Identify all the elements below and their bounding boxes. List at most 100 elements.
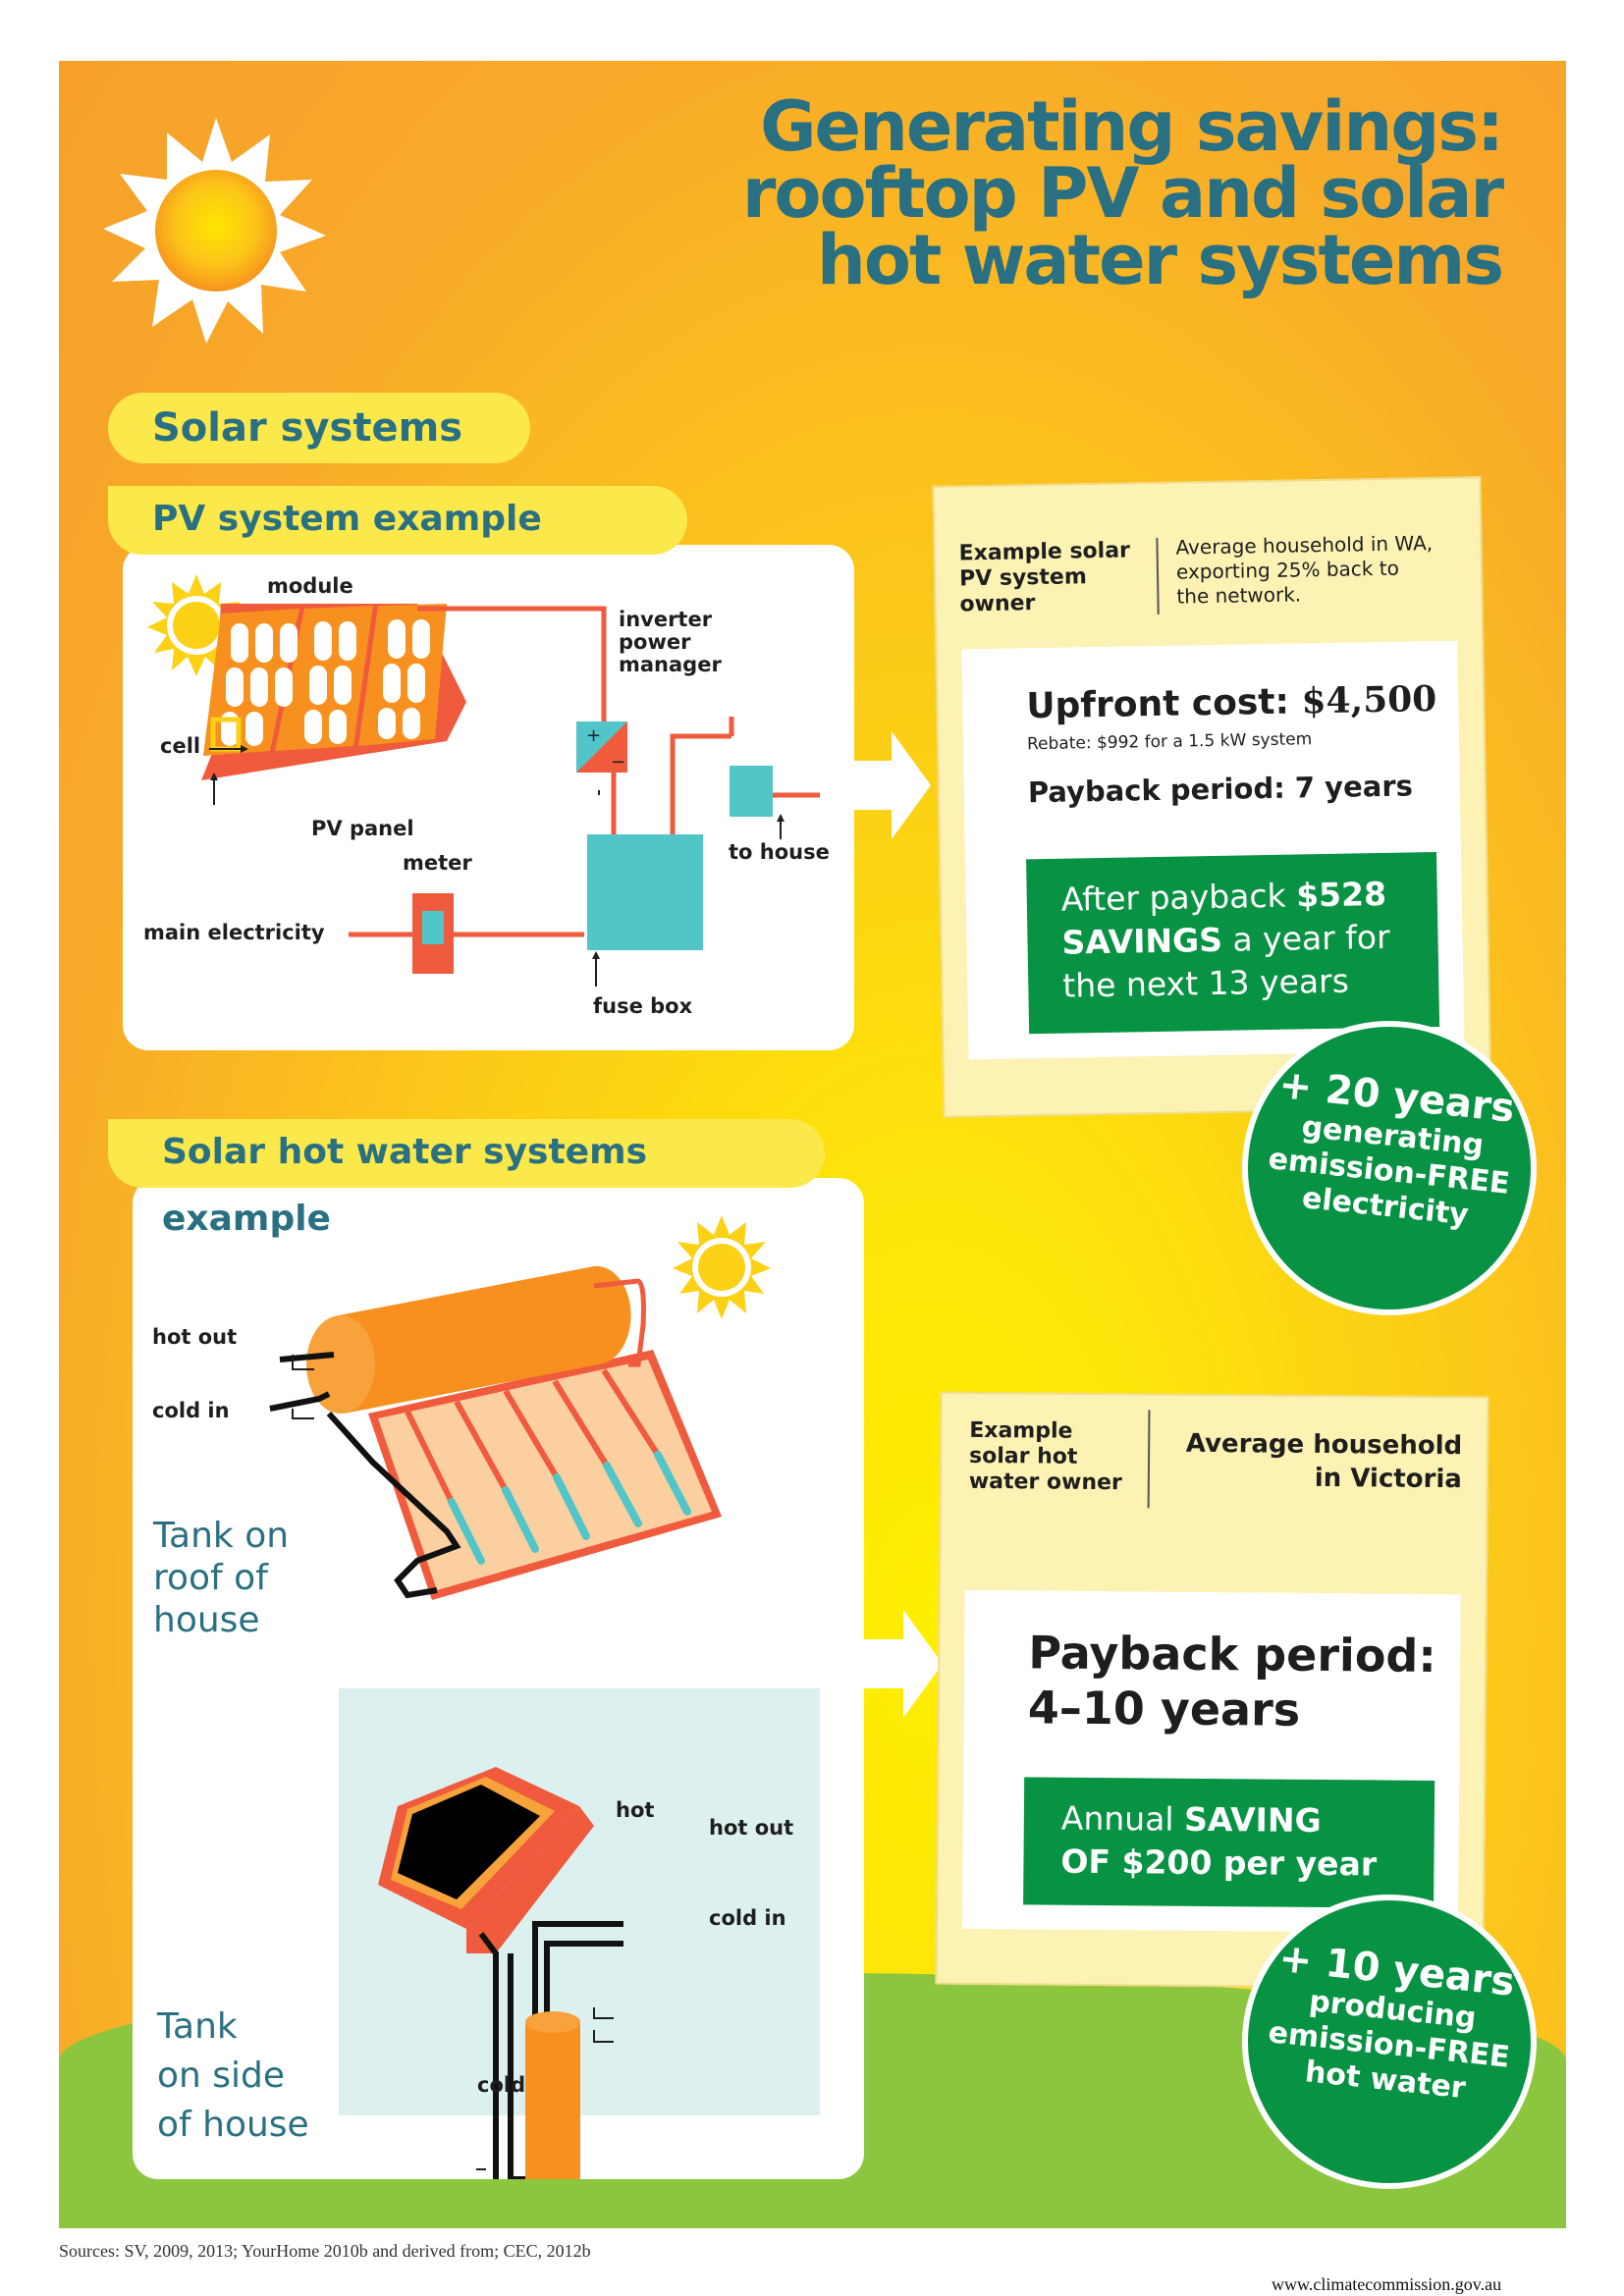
pv-savings-rest: a year for [1221,917,1390,959]
page-title: Generating savings: rooftop PV and solar… [589,86,1504,300]
hw-household-label: Average household in Victoria [1167,1427,1463,1497]
title-line-1: Generating savings: [760,86,1504,167]
hot-water-pipes-roof [269,1352,461,1599]
pv-savings-line-3: the next 13 years [1061,961,1350,1005]
hw-payback-line-2: 4–10 years [1027,1681,1301,1736]
roof-tank-end [306,1315,375,1414]
house-box [730,766,773,817]
hw-savings-box: Annual SAVING OF $200 per year [1023,1777,1435,1908]
title-line-2: rooftop PV and solar [741,153,1504,234]
pv-household-line-3: the network. [1176,582,1302,609]
label-inverter-line-1: inverter [619,608,713,631]
pv-household-line-2: exporting 25% back to [1175,556,1400,584]
tank-roof-line-1: Tank on [153,1516,290,1556]
tank-side-line-2: on side [157,2056,286,2096]
arrow-right-icon [852,731,931,839]
upfront-cost: Upfront cost: $4,500 [1026,678,1437,726]
label-cold-in-side: cold in [709,1906,786,1930]
pv-savings-line-1: After payback $528 [1060,872,1437,922]
pv-payback-label: Payback period: [1027,771,1296,810]
label-main-electricity: main electricity [143,921,325,944]
pv-system-diagram: + − [147,574,820,987]
pv-cost-panel: Upfront cost: $4,500 Rebate: $992 for a … [961,640,1465,1060]
pv-note-divider [1156,537,1160,614]
pv-savings-word: SAVINGS [1061,920,1223,962]
pv-household-label: Average household in WA, exporting 25% b… [1175,531,1434,610]
pv-cells [221,619,430,746]
label-inverter-line-3: manager [619,653,722,676]
fuse-box [587,834,703,950]
label-hot-out-roof: hot out [152,1325,238,1349]
hw-note-divider [1147,1410,1151,1509]
pv-savings-value: $528 [1295,874,1387,915]
hw-payback: Payback period: 4–10 years [1028,1625,1436,1738]
hw-saving-line-2: OF $200 per year [1060,1842,1378,1884]
label-tank-on-roof: Tank on roof of house [153,1515,289,1641]
label-to-house: to house [729,840,830,864]
upfront-cost-label: Upfront cost: [1026,681,1302,727]
pv-owner-line-2: PV system [958,564,1087,592]
meter-display [422,911,444,944]
arrow-right-icon-2 [864,1610,943,1718]
solar-systems-heading: Solar systems [108,393,530,463]
roof-panel-surface [378,1360,712,1590]
pv-payback: Payback period: 7 years [1028,769,1414,809]
tank-loop-pipe [593,1278,646,1367]
side-tank [525,2011,580,2179]
label-cold-in-roof: cold in [152,1399,230,1422]
rebate-text: Rebate: $992 for a 1.5 kW system [1026,729,1313,755]
label-module: module [267,574,353,598]
hw-owner-line-3: water owner [968,1468,1122,1496]
roof-panel-blue-tubes [448,1451,691,1565]
label-cold: cold [477,2073,526,2097]
hw-saving-word: SAVING [1183,1799,1322,1840]
roof-panel-red-tubes [405,1368,661,1504]
tank-roof-line-3: house [153,1600,260,1640]
pv-owner-label: Example solar PV system owner [958,538,1131,617]
hot-water-heading: Solar hot water systems example [108,1119,825,1239]
roof-tank [339,1265,631,1414]
plus-sign: + [586,725,601,746]
hw-label-pointers [292,1355,614,2170]
label-inverter-line-2: power [619,630,691,654]
minus-sign: − [611,752,625,773]
pv-savings-box: After payback $528 SAVINGS a year for th… [1026,852,1440,1035]
pv-system-heading: PV system example [108,486,687,555]
hw-household-line-1: Average household [1185,1428,1463,1462]
small-sun-icon [147,574,245,676]
label-fuse-box: fuse box [593,994,693,1018]
hw-saving-prefix: Annual [1060,1798,1185,1839]
sun-icon [103,118,326,344]
label-tank-on-side: Tank on side of house [157,2002,309,2150]
label-hot: hot [616,1798,655,1822]
pv-owner-line-1: Example solar [958,538,1131,566]
side-collector-side [466,1806,594,1953]
pv-wiring [349,606,820,937]
label-pv-panel: PV panel [311,817,414,840]
label-hot-out-side: hot out [709,1816,794,1840]
pv-owner-line-3: owner [959,591,1036,617]
side-tank-system [378,1767,623,2179]
hw-cost-panel: Payback period: 4–10 years Annual SAVING… [961,1589,1461,1934]
side-pipes [478,1921,623,2179]
tank-roof-line-2: roof of [153,1558,268,1598]
title-line-3: hot water systems [817,220,1504,300]
pv-savings-line-2: SAVINGS a year for [1061,915,1438,965]
upfront-cost-value: $4,500 [1301,677,1437,722]
hw-owner-label: Example solar hot water owner [969,1418,1123,1496]
hw-payback-line-1: Payback period: [1028,1626,1436,1682]
label-inverter: inverter power manager [619,609,722,676]
tank-side-line-1: Tank [157,2006,238,2047]
website-link[interactable]: www.climatecommission.gov.au [1272,2274,1502,2294]
label-cell: cell [160,734,201,758]
hw-saving-line-1: Annual SAVING [1061,1797,1435,1843]
inverter-box: + − [576,721,627,773]
pv-payback-value: 7 years [1294,769,1414,805]
sources-text: Sources: SV, 2009, 2013; YourHome 2010b … [59,2241,591,2261]
hw-owner-line-2: solar hot [968,1443,1078,1469]
pv-savings-prefix: After payback [1060,876,1297,919]
hw-household-line-2: in Victoria [1314,1463,1463,1495]
hot-water-diagram [269,1215,771,2179]
tank-side-line-3: of house [157,2105,309,2145]
hw-owner-line-1: Example [969,1417,1073,1444]
